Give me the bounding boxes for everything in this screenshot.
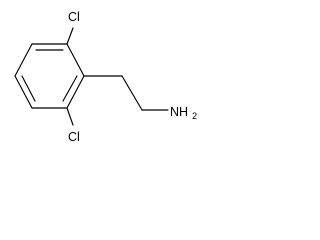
- amine-label: NH 2: [170, 103, 197, 121]
- ring-double-bond-left: [21, 75, 36, 102]
- amine-main-label: NH: [170, 105, 188, 119]
- benzene-ring: [14, 43, 85, 109]
- ring-double-bond-right: [62, 75, 78, 102]
- ring-bond-top-left: [14, 43, 33, 77]
- bond-to-cl-bottom: [66, 107, 74, 126]
- amine-subscript-label: 2: [192, 111, 197, 121]
- bond-ch2-to-ch2: [121, 75, 143, 111]
- chlorine-top-label: Cl: [68, 10, 80, 24]
- chlorine-bottom-label: Cl: [68, 130, 80, 144]
- bond-to-cl-top: [66, 27, 74, 45]
- ring-bond-top-right: [66, 43, 85, 77]
- ring-bond-bottom-left: [14, 75, 33, 109]
- molecule-structure: Cl Cl NH 2: [14, 10, 197, 144]
- ring-bond-bottom-right: [66, 75, 85, 109]
